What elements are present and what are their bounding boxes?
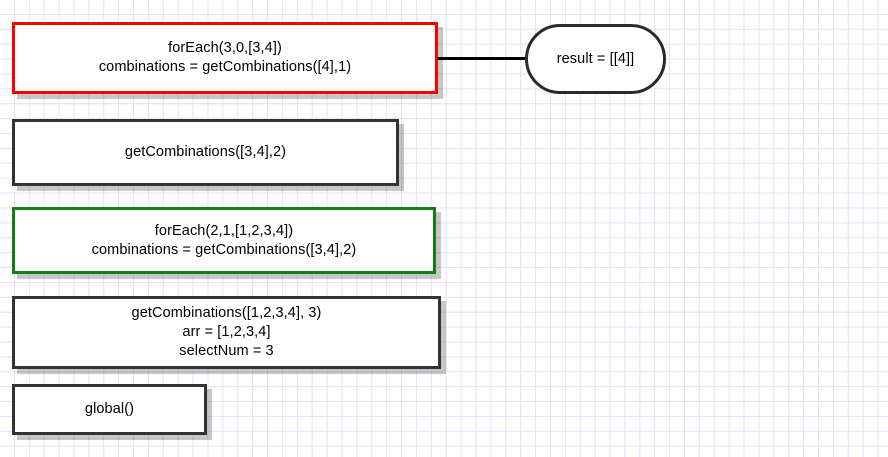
node-label: getCombinations([3,4],2)	[124, 144, 287, 160]
node-label: forEach(3,0,[3,4]) combinations = getCom…	[98, 40, 352, 75]
edge-foreach-to-result	[437, 57, 529, 60]
node-getcombinations-34-2[interactable]: getCombinations([3,4],2)	[12, 119, 399, 186]
node-getcombinations-1234-3[interactable]: getCombinations([1,2,3,4], 3) arr = [1,2…	[12, 296, 441, 369]
node-label: getCombinations([1,2,3,4], 3) arr = [1,2…	[131, 305, 322, 359]
node-foreach-3-0[interactable]: forEach(3,0,[3,4]) combinations = getCom…	[12, 22, 438, 94]
node-global[interactable]: global()	[12, 384, 207, 435]
node-label: global()	[84, 401, 135, 417]
node-result[interactable]: result = [[4]]	[525, 24, 666, 94]
node-foreach-2-1[interactable]: forEach(2,1,[1,2,3,4]) combinations = ge…	[12, 207, 436, 274]
node-label: forEach(2,1,[1,2,3,4]) combinations = ge…	[91, 222, 357, 258]
node-label: result = [[4]]	[556, 50, 635, 67]
